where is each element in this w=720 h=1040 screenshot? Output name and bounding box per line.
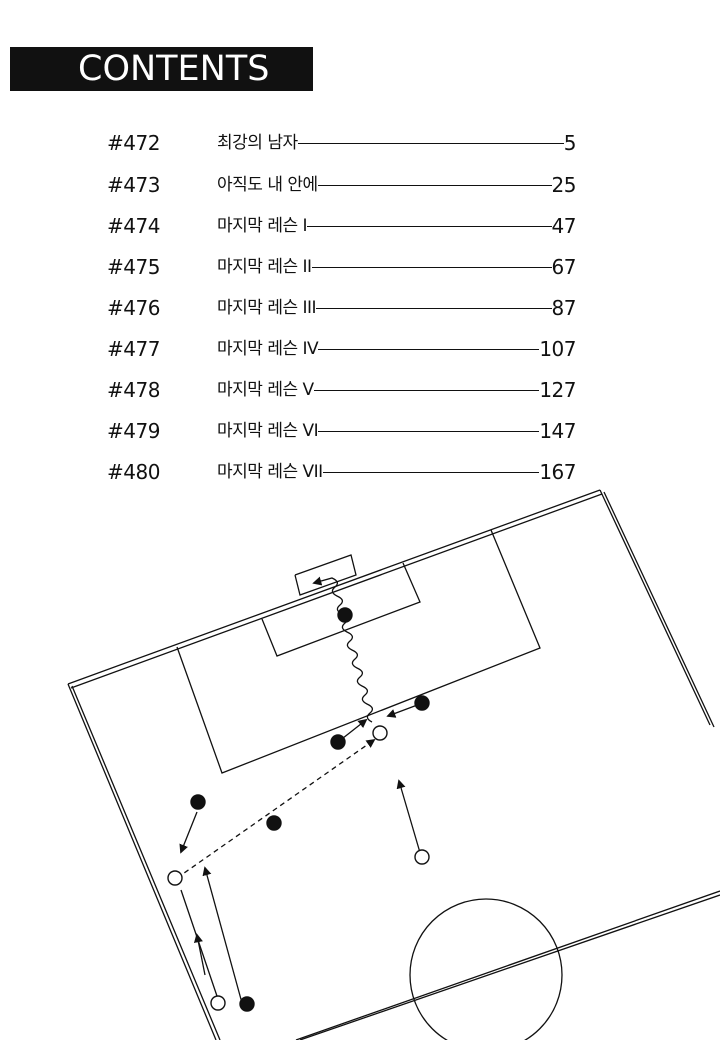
run-arrow xyxy=(396,779,422,857)
toc-entry: #479 마지막 레슨 VI 147 xyxy=(0,416,720,446)
defender-marker xyxy=(239,996,255,1012)
table-of-contents: #472 최강의 남자 5 #473 아직도 내 안에 25 #474 마지막 … xyxy=(0,0,720,500)
chapter-page: 25 xyxy=(551,170,577,200)
defender-marker xyxy=(414,695,430,711)
toc-entry: #480 마지막 레슨 VII 167 xyxy=(0,457,720,487)
pass-line xyxy=(176,738,376,879)
defender-marker xyxy=(266,815,282,831)
run-arrow xyxy=(180,889,220,1003)
chapter-page: 47 xyxy=(551,211,577,241)
attacker-marker xyxy=(414,849,430,865)
chapter-page: 5 xyxy=(563,128,577,158)
leader-line xyxy=(230,431,570,432)
leader-line xyxy=(230,390,570,391)
chapter-number: #472 xyxy=(107,131,160,155)
chapter-number: #480 xyxy=(107,460,160,484)
chapter-title: 마지막 레슨 II xyxy=(217,252,312,282)
chapter-page: 147 xyxy=(539,416,576,446)
chapter-page: 107 xyxy=(539,334,576,364)
chapter-page: 167 xyxy=(539,457,576,487)
defender-marker xyxy=(330,734,346,750)
chapter-title: 마지막 레슨 III xyxy=(217,293,317,323)
chapter-title: 마지막 레슨 VI xyxy=(217,416,319,446)
chapter-number: #477 xyxy=(107,337,160,361)
toc-entry: #473 아직도 내 안에 25 xyxy=(0,170,720,200)
toc-entry: #474 마지막 레슨 I 47 xyxy=(0,211,720,241)
chapter-page: 67 xyxy=(551,252,577,282)
run-arrow xyxy=(202,866,243,1004)
leader-line xyxy=(230,143,570,144)
toc-entry: #472 최강의 남자 5 xyxy=(0,128,720,158)
chapter-number: #476 xyxy=(107,296,160,320)
chapter-number: #473 xyxy=(107,173,160,197)
attacker-marker xyxy=(167,870,183,886)
toc-entry: #478 마지막 레슨 V 127 xyxy=(0,375,720,405)
leader-line xyxy=(230,267,570,268)
chapter-number: #478 xyxy=(107,378,160,402)
penalty-area xyxy=(176,529,541,774)
leader-line xyxy=(230,472,570,473)
goal xyxy=(294,554,357,596)
leader-line xyxy=(230,308,570,309)
chapter-title: 마지막 레슨 VII xyxy=(217,457,323,487)
defender-marker xyxy=(190,794,206,810)
attacker-marker xyxy=(372,725,388,741)
toc-entry: #475 마지막 레슨 II 67 xyxy=(0,252,720,282)
run-arrow xyxy=(179,811,198,854)
chapter-title: 마지막 레슨 I xyxy=(217,211,308,241)
center-circle xyxy=(409,898,563,1040)
attacker-marker xyxy=(210,995,226,1011)
toc-entry: #477 마지막 레슨 IV 107 xyxy=(0,334,720,364)
leader-line xyxy=(230,349,570,350)
chapter-title: 최강의 남자 xyxy=(217,128,298,158)
chapter-page: 87 xyxy=(551,293,577,323)
field-boundary xyxy=(67,489,720,1040)
run-arrow xyxy=(386,703,421,718)
contents-title: CONTENTS xyxy=(78,49,270,89)
run-arrow xyxy=(193,933,206,976)
chapter-title: 아직도 내 안에 xyxy=(217,170,318,200)
chapter-page: 127 xyxy=(539,375,576,405)
chapter-number: #479 xyxy=(107,419,160,443)
chapter-number: #474 xyxy=(107,214,160,238)
toc-entry: #476 마지막 레슨 III 87 xyxy=(0,293,720,323)
chapter-title: 마지막 레슨 V xyxy=(217,375,314,405)
chapter-number: #475 xyxy=(107,255,160,279)
dribble-path xyxy=(312,576,374,723)
leader-line xyxy=(230,185,570,186)
goal-area xyxy=(261,562,421,657)
chapter-title: 마지막 레슨 IV xyxy=(217,334,319,364)
leader-line xyxy=(230,226,570,227)
defender-marker xyxy=(337,607,353,623)
contents-header: CONTENTS xyxy=(10,47,313,91)
